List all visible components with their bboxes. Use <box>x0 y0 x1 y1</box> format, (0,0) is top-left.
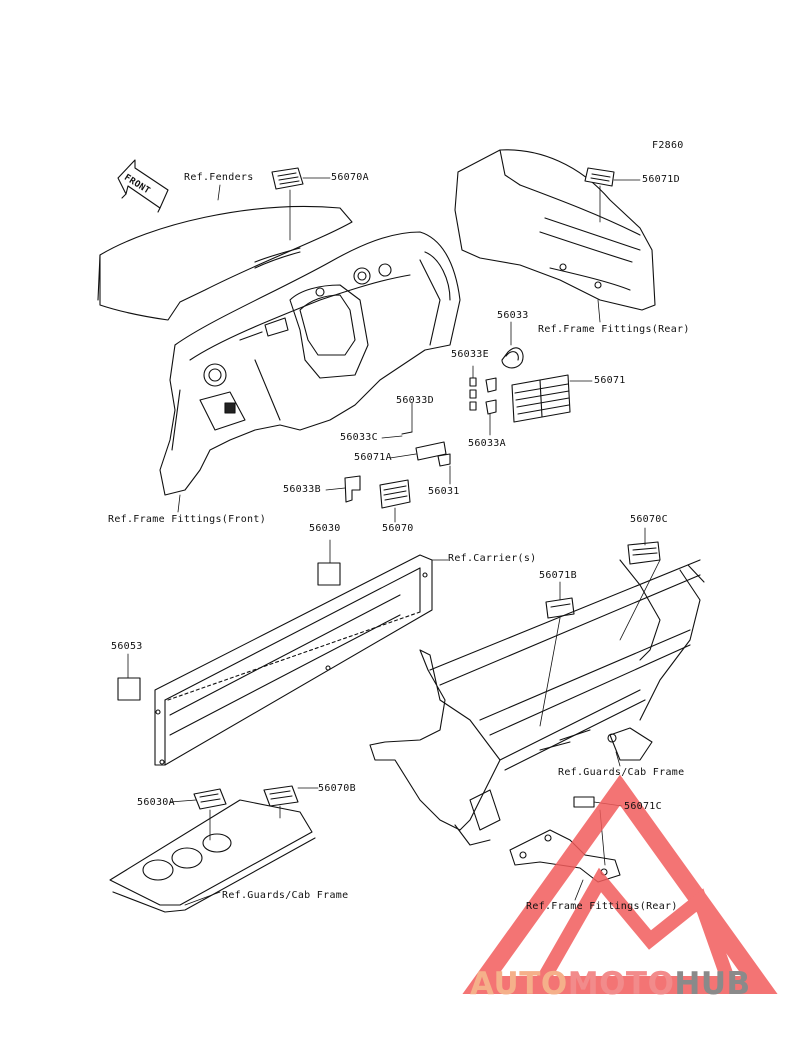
watermark-triangle-icon <box>462 774 778 994</box>
ref-guards-cab-right: Ref.Guards/Cab Frame <box>558 767 685 778</box>
part-56033D: 56033D <box>396 395 434 406</box>
part-56070: 56070 <box>382 523 414 534</box>
part-56033: 56033 <box>497 310 529 321</box>
decals <box>117 167 661 810</box>
ref-guards-cab-bottom: Ref.Guards/Cab Frame <box>222 890 349 901</box>
part-56071C: 56071C <box>624 801 662 812</box>
part-56071D: 56071D <box>642 174 680 185</box>
figure-id: F2860 <box>652 140 684 151</box>
dashboard-panel <box>159 231 461 496</box>
part-56070B: 56070B <box>318 783 356 794</box>
part-56071A: 56071A <box>354 452 392 463</box>
watermark-moto: MOTO <box>567 966 675 1002</box>
ref-frame-fittings-rear-top: Ref.Frame Fittings(Rear) <box>538 324 690 335</box>
part-56031: 56031 <box>428 486 460 497</box>
part-56053: 56053 <box>111 641 143 652</box>
front-arrow-icon <box>117 159 169 213</box>
floor-plate <box>109 799 316 913</box>
part-56030A: 56030A <box>137 797 175 808</box>
watermark-auto: AUTO <box>470 966 568 1002</box>
leader-lines <box>127 177 661 906</box>
part-56071B: 56071B <box>539 570 577 581</box>
rear-fender-panel <box>454 149 656 311</box>
part-56033A: 56033A <box>468 438 506 449</box>
part-56030: 56030 <box>309 523 341 534</box>
ref-carriers: Ref.Carrier(s) <box>448 553 537 564</box>
ref-frame-fittings-rear-bottom: Ref.Frame Fittings(Rear) <box>526 901 678 912</box>
part-56070C: 56070C <box>630 514 668 525</box>
ref-fenders: Ref.Fenders <box>184 172 254 183</box>
guard-cab-frame <box>369 559 705 846</box>
part-56033B: 56033B <box>283 484 321 495</box>
watermark-logo: AUTOMOTOHUB <box>470 966 751 1002</box>
fender-panel <box>97 205 353 321</box>
ref-frame-fittings-front: Ref.Frame Fittings(Front) <box>108 514 267 525</box>
part-56071: 56071 <box>594 375 626 386</box>
part-56033E: 56033E <box>451 349 489 360</box>
part-56033C: 56033C <box>340 432 378 443</box>
carrier-tray <box>154 554 433 766</box>
watermark-hub: HUB <box>674 966 751 1002</box>
part-56070A: 56070A <box>331 172 369 183</box>
